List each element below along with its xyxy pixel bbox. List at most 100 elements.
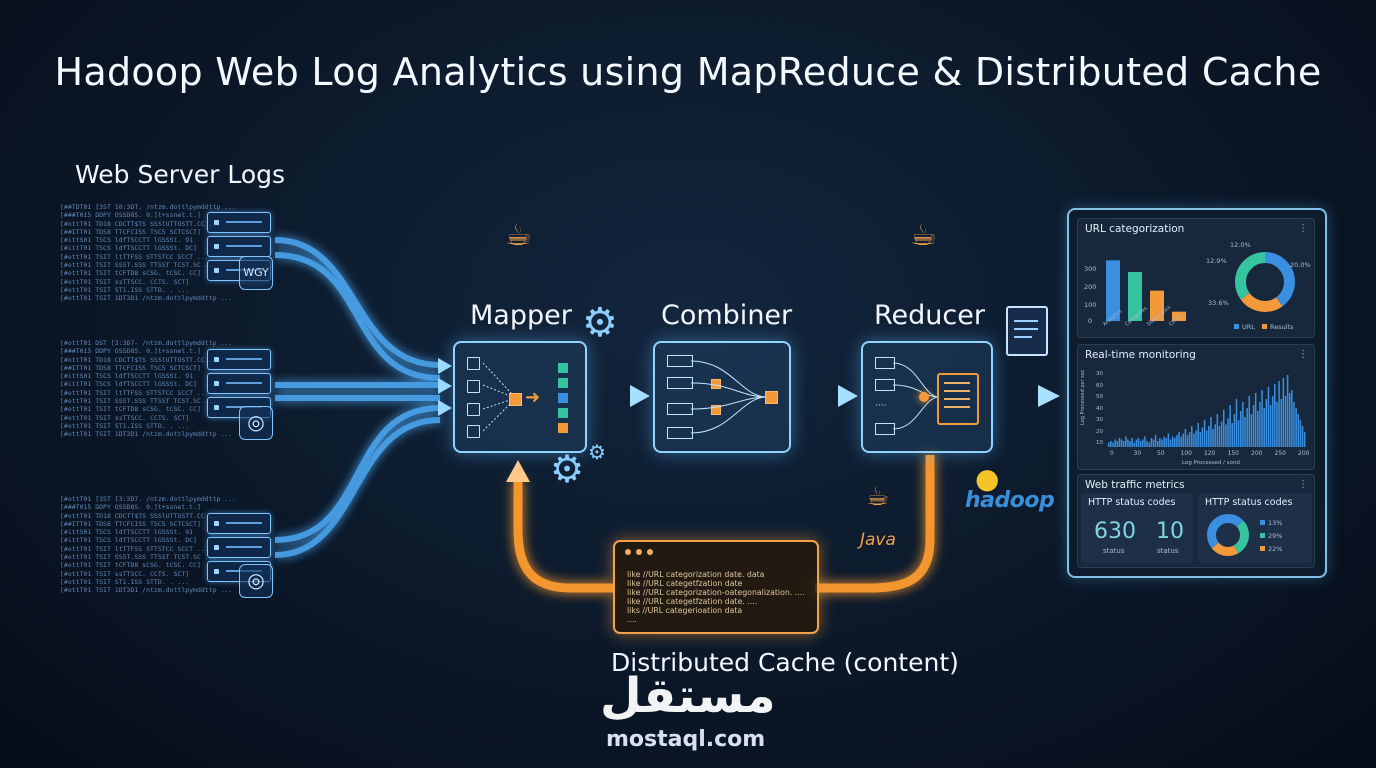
rt-bar [1178,432,1180,447]
rt-bar [1129,441,1131,447]
rt-bar [1197,423,1199,447]
rt-bar [1265,399,1268,447]
status-donut-chart [1207,514,1249,556]
log-line: [#ottT01 TSIT ssTTSCC. CCTS. SCT] [60,277,190,286]
bar [1128,272,1142,321]
url-categorization-panel: URL categorization ⋮ 300 200 100 0 Analy… [1077,218,1315,338]
rt-bar [1214,424,1216,447]
log-line: [#ottT01 TSIT ST1.ISS STTD. . ... [60,285,190,294]
y-tick: 200 [1084,283,1097,291]
rt-x-tick: 200 [1298,450,1310,457]
rt-x-tick: 150 [1227,450,1239,457]
rt-bar [1146,441,1148,447]
rt-bar [1112,442,1114,447]
cache-line: like //URL categorization-oategonalizati… [627,588,805,597]
legend-swatch [1260,533,1265,538]
rt-bar [1240,411,1242,447]
rt-bar [1195,430,1197,447]
cache-line: like //URL categetfzation date [627,579,743,588]
url-donut-chart [1235,252,1295,312]
status-count-label: status [1103,547,1125,555]
key-block [558,393,568,403]
log-line: [#ottT01 TSIT ltTTFSS STTSTCC SCCT ... [60,544,209,553]
legend-swatch [1260,546,1265,551]
rt-bar [1233,414,1236,447]
log-line: [#ottT01 TSIT ST1.ISS STTD. . ... [60,577,190,586]
rt-bar [1244,417,1246,447]
rt-bar [1120,439,1123,447]
rt-bar [1267,387,1270,447]
rt-bar [1269,405,1272,447]
donut-slice [1207,514,1249,556]
combined-output [765,391,778,404]
arrowhead-reducer [838,385,858,407]
rt-bar [1159,438,1161,447]
combiner-box [653,341,791,453]
group-block [667,377,693,389]
arrowhead-cache-to-mapper [506,460,530,482]
distributed-cache-label: Distributed Cache (content) [611,648,959,677]
server-icon [207,212,271,233]
stream-arrowheads [438,358,452,416]
rt-bar [1165,438,1168,447]
log-line: [#ottT01 TSIT tCFTD8 sCSG. tCSC. CC] [60,561,201,570]
cache-line: liks //URL categerioation data [627,606,743,615]
log-line: [#ottT01 TSIT SSST.SSS TTSST TCST.SC ... [60,553,217,562]
legend-swatch [1260,520,1265,525]
combined-key [711,405,721,415]
rt-bar [1299,420,1302,447]
reducer-label: Reducer [874,300,985,331]
more-icon[interactable]: ⋮ [1298,479,1308,490]
rt-bar [1210,417,1212,447]
rt-bar [1135,439,1138,447]
globe-cursor-icon: ◎ [239,564,273,598]
reduce-input [875,357,895,369]
gear-icon: ⚙ [582,300,618,346]
mapper-links [483,362,514,431]
log-line: [#ittT01 TSCS ldfTSCCTT lGSSSt. DC] [60,380,197,389]
log-line: [#ottT01 TD18 CDCTT$TS SSSlUTTOSTT.CC ..… [60,355,221,364]
log-line: [#ottT01 TSIT SSST.SSS TTSST TCST.SC ... [60,261,217,270]
donut-label: 33.6% [1208,299,1229,307]
real-time-bar-chart [1108,375,1306,447]
window-dot [636,549,642,555]
rt-bar [1118,438,1121,447]
rt-bar [1288,393,1291,447]
group-block [667,403,693,415]
more-icon[interactable]: ⋮ [1298,349,1308,360]
log-line: [#ittS01 TSCS ldfTSCCTT lGSSSt. 91 [60,372,194,381]
log-line: [#ottT01 TSIT SSST.SSS TTSST TCST.SC ... [60,397,217,406]
server-icon [207,349,271,370]
log-line: [#ottT01 TSIT ssTTSCC. CCTS. SCT] [60,413,190,422]
log-line: [#ottT01 TSIT ltTTFSS STTSTCC SCCT ... [60,252,209,261]
rt-bar [1216,414,1219,447]
combiner-label: Combiner [661,300,793,331]
server-icon [207,236,271,257]
rt-bar [1154,435,1157,447]
rt-bar [1148,442,1150,447]
rt-bar [1142,439,1144,447]
rt-x-tick: 200 [1251,450,1263,457]
rt-bar [1291,390,1293,447]
status-donut-sub-panel: HTTP status codes 13% 29% 22% [1198,493,1312,563]
rt-x-tick: 50 [1157,450,1165,457]
rt-bar [1116,441,1119,447]
y-tick: 100 [1084,301,1097,309]
sub-title: HTTP status codes [1205,497,1293,508]
globe-icon: WGY [239,256,273,290]
gear-icon: ⚙ [550,447,585,491]
bar [1150,290,1164,321]
rt-bar [1237,420,1240,447]
donut-label: 12.9% [1206,257,1227,265]
log-line: [##ITT01 TDS8 TTCFCISS TSC5 SCTCSCT] [60,519,201,528]
more-icon[interactable]: ⋮ [1298,223,1308,234]
rt-bar [1235,399,1238,447]
input-record [467,357,480,370]
log-line: [#ottT01 TD18 CDCTT$TS SSSlUTTOSTT.CC ..… [60,511,221,520]
log-line: [#ottT01 [3ST [3:3D7. /ntzm.dottlpymddtt… [60,495,237,503]
key-block [558,423,568,433]
legend-label: 22% [1268,545,1283,553]
rt-bar [1186,435,1189,447]
rt-bar [1193,433,1195,447]
